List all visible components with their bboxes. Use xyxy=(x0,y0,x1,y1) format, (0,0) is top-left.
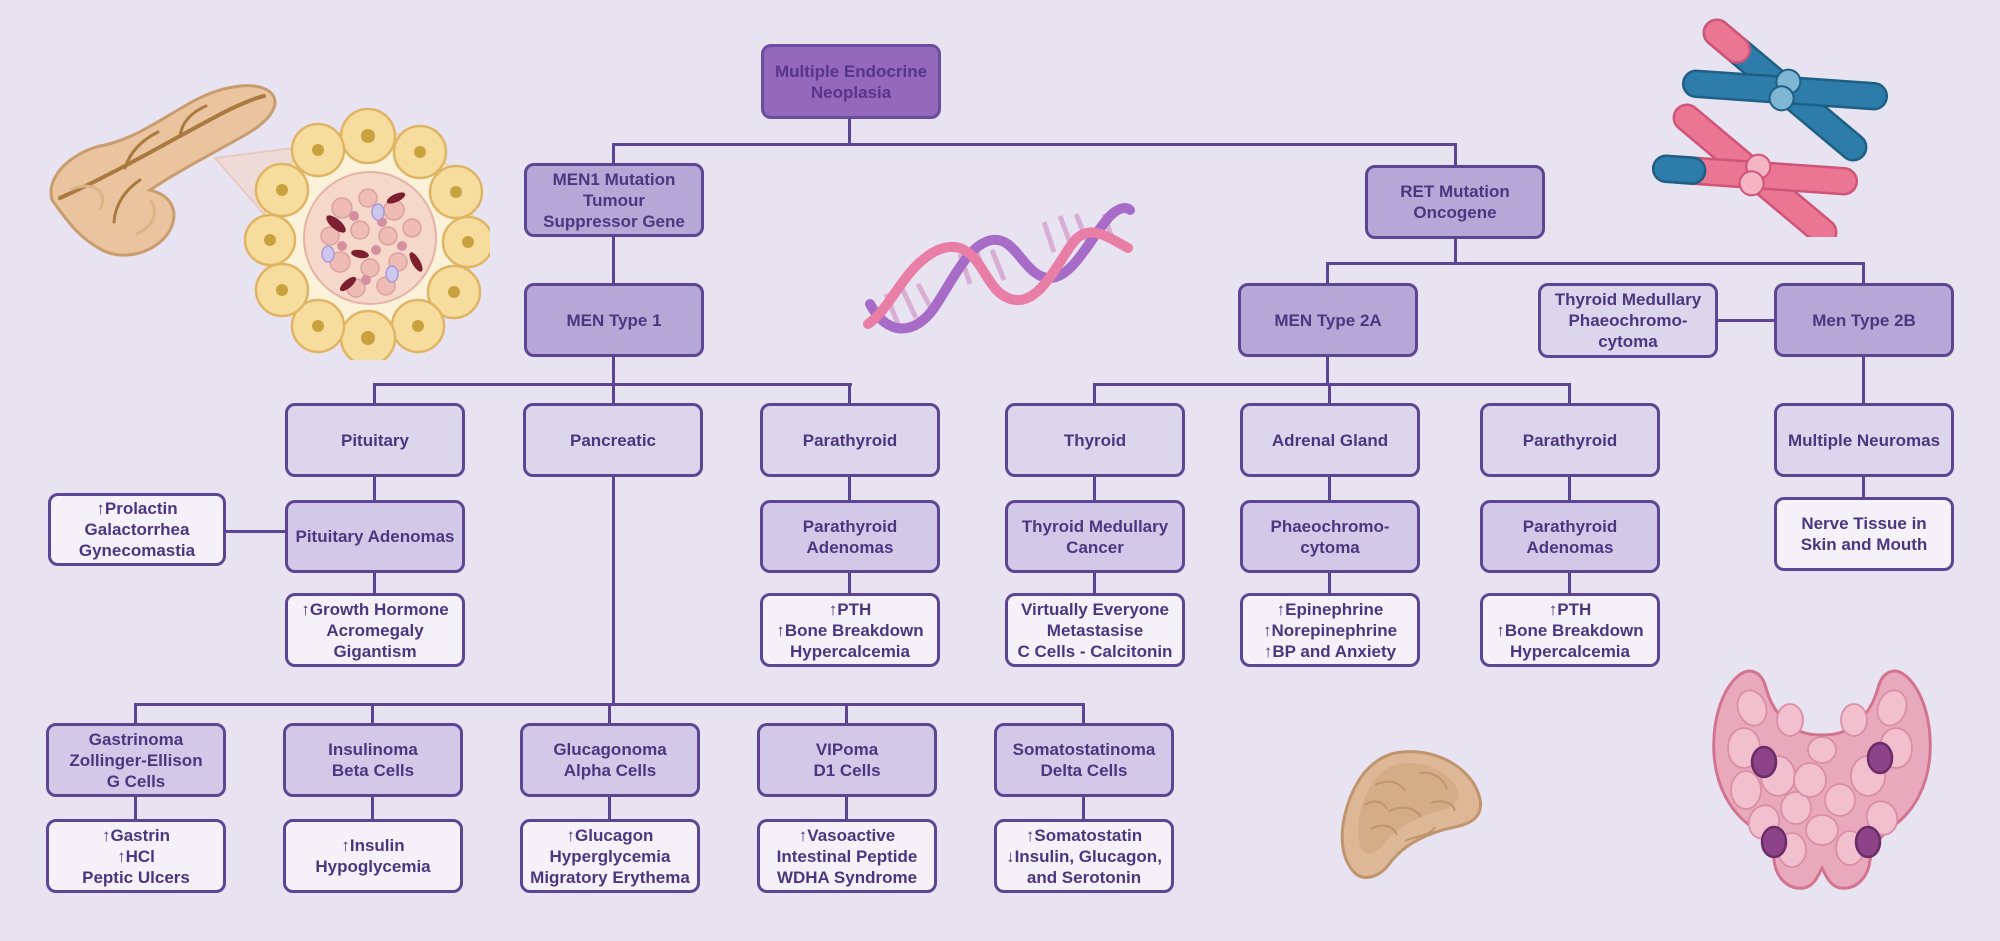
connector-line xyxy=(1326,262,1865,265)
connector-line xyxy=(1568,383,1571,405)
connector-line xyxy=(1093,477,1096,502)
node-phaeochromocytoma: Phaeochromo- cytoma xyxy=(1240,500,1420,573)
connector-line xyxy=(612,143,1457,146)
connector-line xyxy=(612,477,615,705)
connector-line xyxy=(1328,383,1331,405)
connector-line xyxy=(1328,573,1331,595)
connector-line xyxy=(1568,477,1571,502)
chromosomes-illustration xyxy=(1651,18,1889,237)
connector-line xyxy=(1082,703,1085,723)
connector-line xyxy=(845,703,848,723)
connector-line xyxy=(1716,319,1776,322)
connector-line xyxy=(1082,797,1085,819)
node-somatostatin-effects: ↑Somatostatin ↓Insulin, Glucagon, and Se… xyxy=(994,819,1174,893)
node-parathyroid-men1: Parathyroid xyxy=(760,403,940,477)
node-men-type-1: MEN Type 1 xyxy=(524,283,704,357)
parathyroid-nodules xyxy=(1750,741,1894,859)
connector-line xyxy=(612,357,615,385)
connector-line xyxy=(1093,573,1096,595)
node-pancreatic: Pancreatic xyxy=(523,403,703,477)
node-glucagonoma: Glucagonoma Alpha Cells xyxy=(520,723,700,797)
connector-line xyxy=(1093,383,1096,405)
connector-line xyxy=(848,477,851,502)
node-men-type-2b: Men Type 2B xyxy=(1774,283,1954,357)
connector-line xyxy=(612,383,615,405)
connector-line xyxy=(1454,143,1457,167)
node-men1-mutation: MEN1 Mutation Tumour Suppressor Gene xyxy=(524,163,704,237)
connector-line xyxy=(848,383,851,405)
pancreas-body xyxy=(49,84,277,257)
connector-line xyxy=(1093,383,1571,386)
node-multiple-neuromas: Multiple Neuromas xyxy=(1774,403,1954,477)
connector-line xyxy=(612,237,615,285)
node-parathyroid-adenomas-2a: Parathyroid Adenomas xyxy=(1480,500,1660,573)
node-epinephrine-effects: ↑Epinephrine ↑Norepinephrine ↑BP and Anx… xyxy=(1240,593,1420,667)
connector-line xyxy=(371,703,374,723)
node-adrenal-gland: Adrenal Gland xyxy=(1240,403,1420,477)
connector-line xyxy=(373,573,376,595)
connector-line xyxy=(612,143,615,165)
connector-line xyxy=(845,797,848,819)
connector-line xyxy=(371,797,374,819)
node-pituitary: Pituitary xyxy=(285,403,465,477)
node-prolactin-effects: ↑Prolactin Galactorrhea Gynecomastia xyxy=(48,493,226,566)
connector-line xyxy=(848,119,851,146)
connector-line xyxy=(1568,573,1571,595)
node-glucagon-effects: ↑Glucagon Hyperglycemia Migratory Erythe… xyxy=(520,819,700,893)
node-men-type-2a: MEN Type 2A xyxy=(1238,283,1418,357)
connector-line xyxy=(226,530,285,533)
node-gastrin-effects: ↑Gastrin ↑HCl Peptic Ulcers xyxy=(46,819,226,893)
node-growth-hormone-effects: ↑Growth Hormone Acromegaly Gigantism xyxy=(285,593,465,667)
node-insulinoma: Insulinoma Beta Cells xyxy=(283,723,463,797)
chromosome-pink xyxy=(1651,103,1859,237)
dna-strand-pink xyxy=(863,227,1133,329)
connector-line xyxy=(134,703,137,723)
node-vip-effects: ↑Vasoactive Intestinal Peptide WDHA Synd… xyxy=(757,819,937,893)
node-ret-mutation: RET Mutation Oncogene xyxy=(1365,165,1545,239)
connector-line xyxy=(848,573,851,595)
node-pth-effects-2a: ↑PTH ↑Bone Breakdown Hypercalcemia xyxy=(1480,593,1660,667)
node-thyroid-medullary-phaeochromocytoma: Thyroid Medullary Phaeochromo- cytoma xyxy=(1538,283,1718,358)
node-metastasise: Virtually Everyone Metastasise C Cells -… xyxy=(1005,593,1185,667)
node-parathyroid-2a: Parathyroid xyxy=(1480,403,1660,477)
connector-line xyxy=(1326,262,1329,283)
connector-line xyxy=(608,797,611,819)
adrenal-gland-illustration xyxy=(1340,750,1483,879)
connector-line xyxy=(1862,262,1865,283)
thyroid-illustration xyxy=(1712,669,1932,890)
connector-line xyxy=(1328,477,1331,502)
connector-line xyxy=(1454,239,1457,264)
chromosome-blue xyxy=(1681,18,1889,162)
node-thyroid: Thyroid xyxy=(1005,403,1185,477)
node-vipoma: VIPoma D1 Cells xyxy=(757,723,937,797)
pancreas-illustration xyxy=(49,84,490,360)
connector-line xyxy=(373,477,376,502)
node-pth-effects-men1: ↑PTH ↑Bone Breakdown Hypercalcemia xyxy=(760,593,940,667)
connector-line xyxy=(1862,357,1865,405)
connector-line xyxy=(1326,357,1329,385)
node-pituitary-adenomas: Pituitary Adenomas xyxy=(285,500,465,573)
connector-line xyxy=(134,797,137,819)
islet-histology-illustration xyxy=(243,107,490,360)
connector-line xyxy=(373,383,376,405)
node-insulin-effects: ↑Insulin Hypoglycemia xyxy=(283,819,463,893)
dna-strand-purple xyxy=(865,203,1135,334)
node-nerve-tissue: Nerve Tissue in Skin and Mouth xyxy=(1774,497,1954,571)
node-gastrinoma: Gastrinoma Zollinger-Ellison G Cells xyxy=(46,723,226,797)
node-somatostatinoma: Somatostatinoma Delta Cells xyxy=(994,723,1174,797)
node-thyroid-medullary-cancer: Thyroid Medullary Cancer xyxy=(1005,500,1185,573)
dna-helix-illustration xyxy=(863,203,1135,334)
node-parathyroid-adenomas-men1: Parathyroid Adenomas xyxy=(760,500,940,573)
connector-line xyxy=(1862,477,1865,499)
node-multiple-endocrine-neoplasia: Multiple Endocrine Neoplasia xyxy=(761,44,941,119)
connector-line xyxy=(608,703,611,723)
